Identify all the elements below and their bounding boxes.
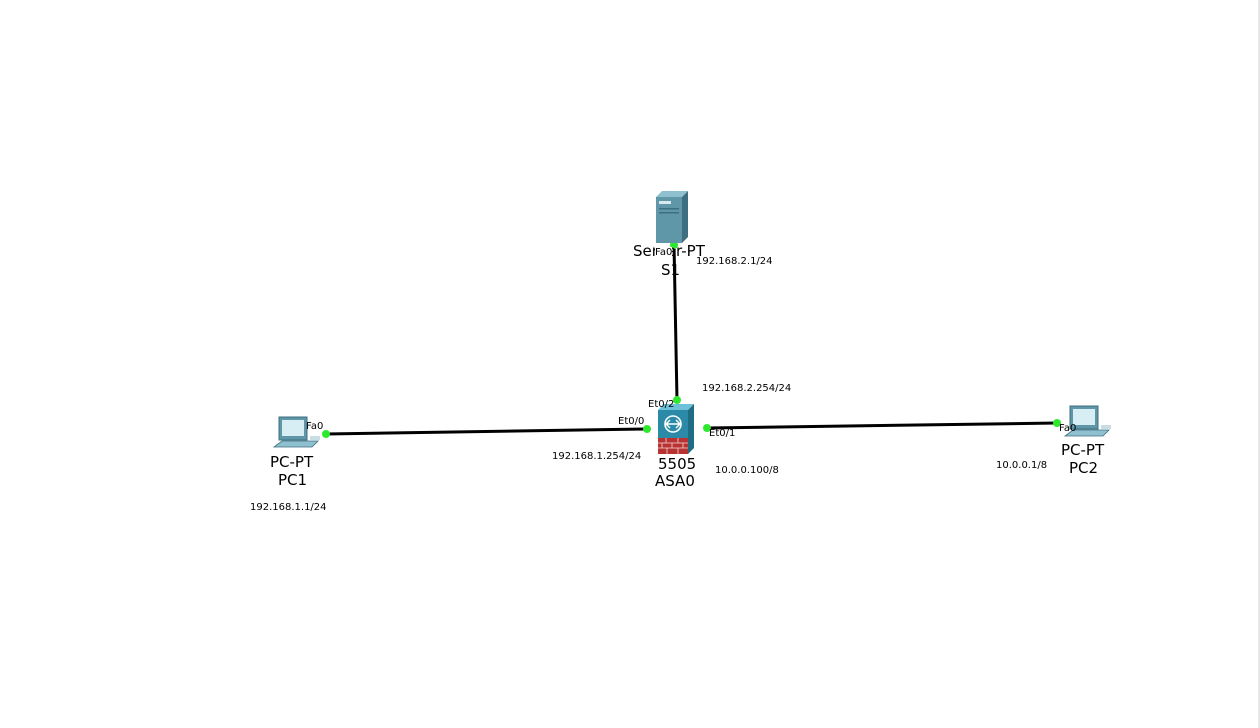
- pc2-port-label: Fa0: [1059, 423, 1077, 434]
- firewall-name-label: ASA0: [655, 472, 695, 490]
- link-light-asa-et01: [703, 424, 711, 432]
- firewall-ip-outside: 10.0.0.100/8: [715, 465, 779, 476]
- link-server-asa[interactable]: [672, 243, 679, 401]
- link-light-pc2: [1053, 419, 1061, 427]
- firewall-ip-inside: 192.168.1.254/24: [552, 451, 642, 462]
- link-pc1-asa[interactable]: [325, 427, 648, 436]
- firewall-port-dmz: Et0/2: [648, 399, 675, 410]
- server-name-label: S1: [661, 261, 681, 279]
- pc1-type-label: PC-PT: [270, 453, 314, 471]
- pc2-name-label: PC2: [1069, 459, 1099, 477]
- firewall-ip-dmz: 192.168.2.254/24: [702, 383, 792, 394]
- firewall-port-outside: Et0/1: [709, 428, 736, 439]
- link-asa-pc2[interactable]: [706, 421, 1058, 430]
- link-light-asa-et02: [673, 396, 681, 404]
- firewall-model-label: 5505: [658, 455, 697, 473]
- server-icon[interactable]: [656, 191, 688, 243]
- server-port-label: Fa0: [655, 247, 673, 258]
- pc1-name-label: PC1: [278, 471, 308, 489]
- pc1-port-label: Fa0: [306, 421, 324, 432]
- pc2-type-label: PC-PT: [1061, 441, 1105, 459]
- pc2-icon[interactable]: [1063, 405, 1111, 437]
- firewall-port-inside: Et0/0: [618, 416, 645, 427]
- link-light-asa-et00: [643, 425, 651, 433]
- pc1-icon[interactable]: [272, 416, 320, 448]
- pc2-ip-label: 10.0.0.1/8: [996, 460, 1048, 471]
- link-light-pc1: [322, 430, 330, 438]
- vertical-scrollbar[interactable]: [1258, 0, 1260, 728]
- pc1-ip-label: 192.168.1.1/24: [250, 502, 327, 513]
- server-ip-label: 192.168.2.1/24: [696, 256, 773, 267]
- firewall-icon[interactable]: [658, 404, 694, 454]
